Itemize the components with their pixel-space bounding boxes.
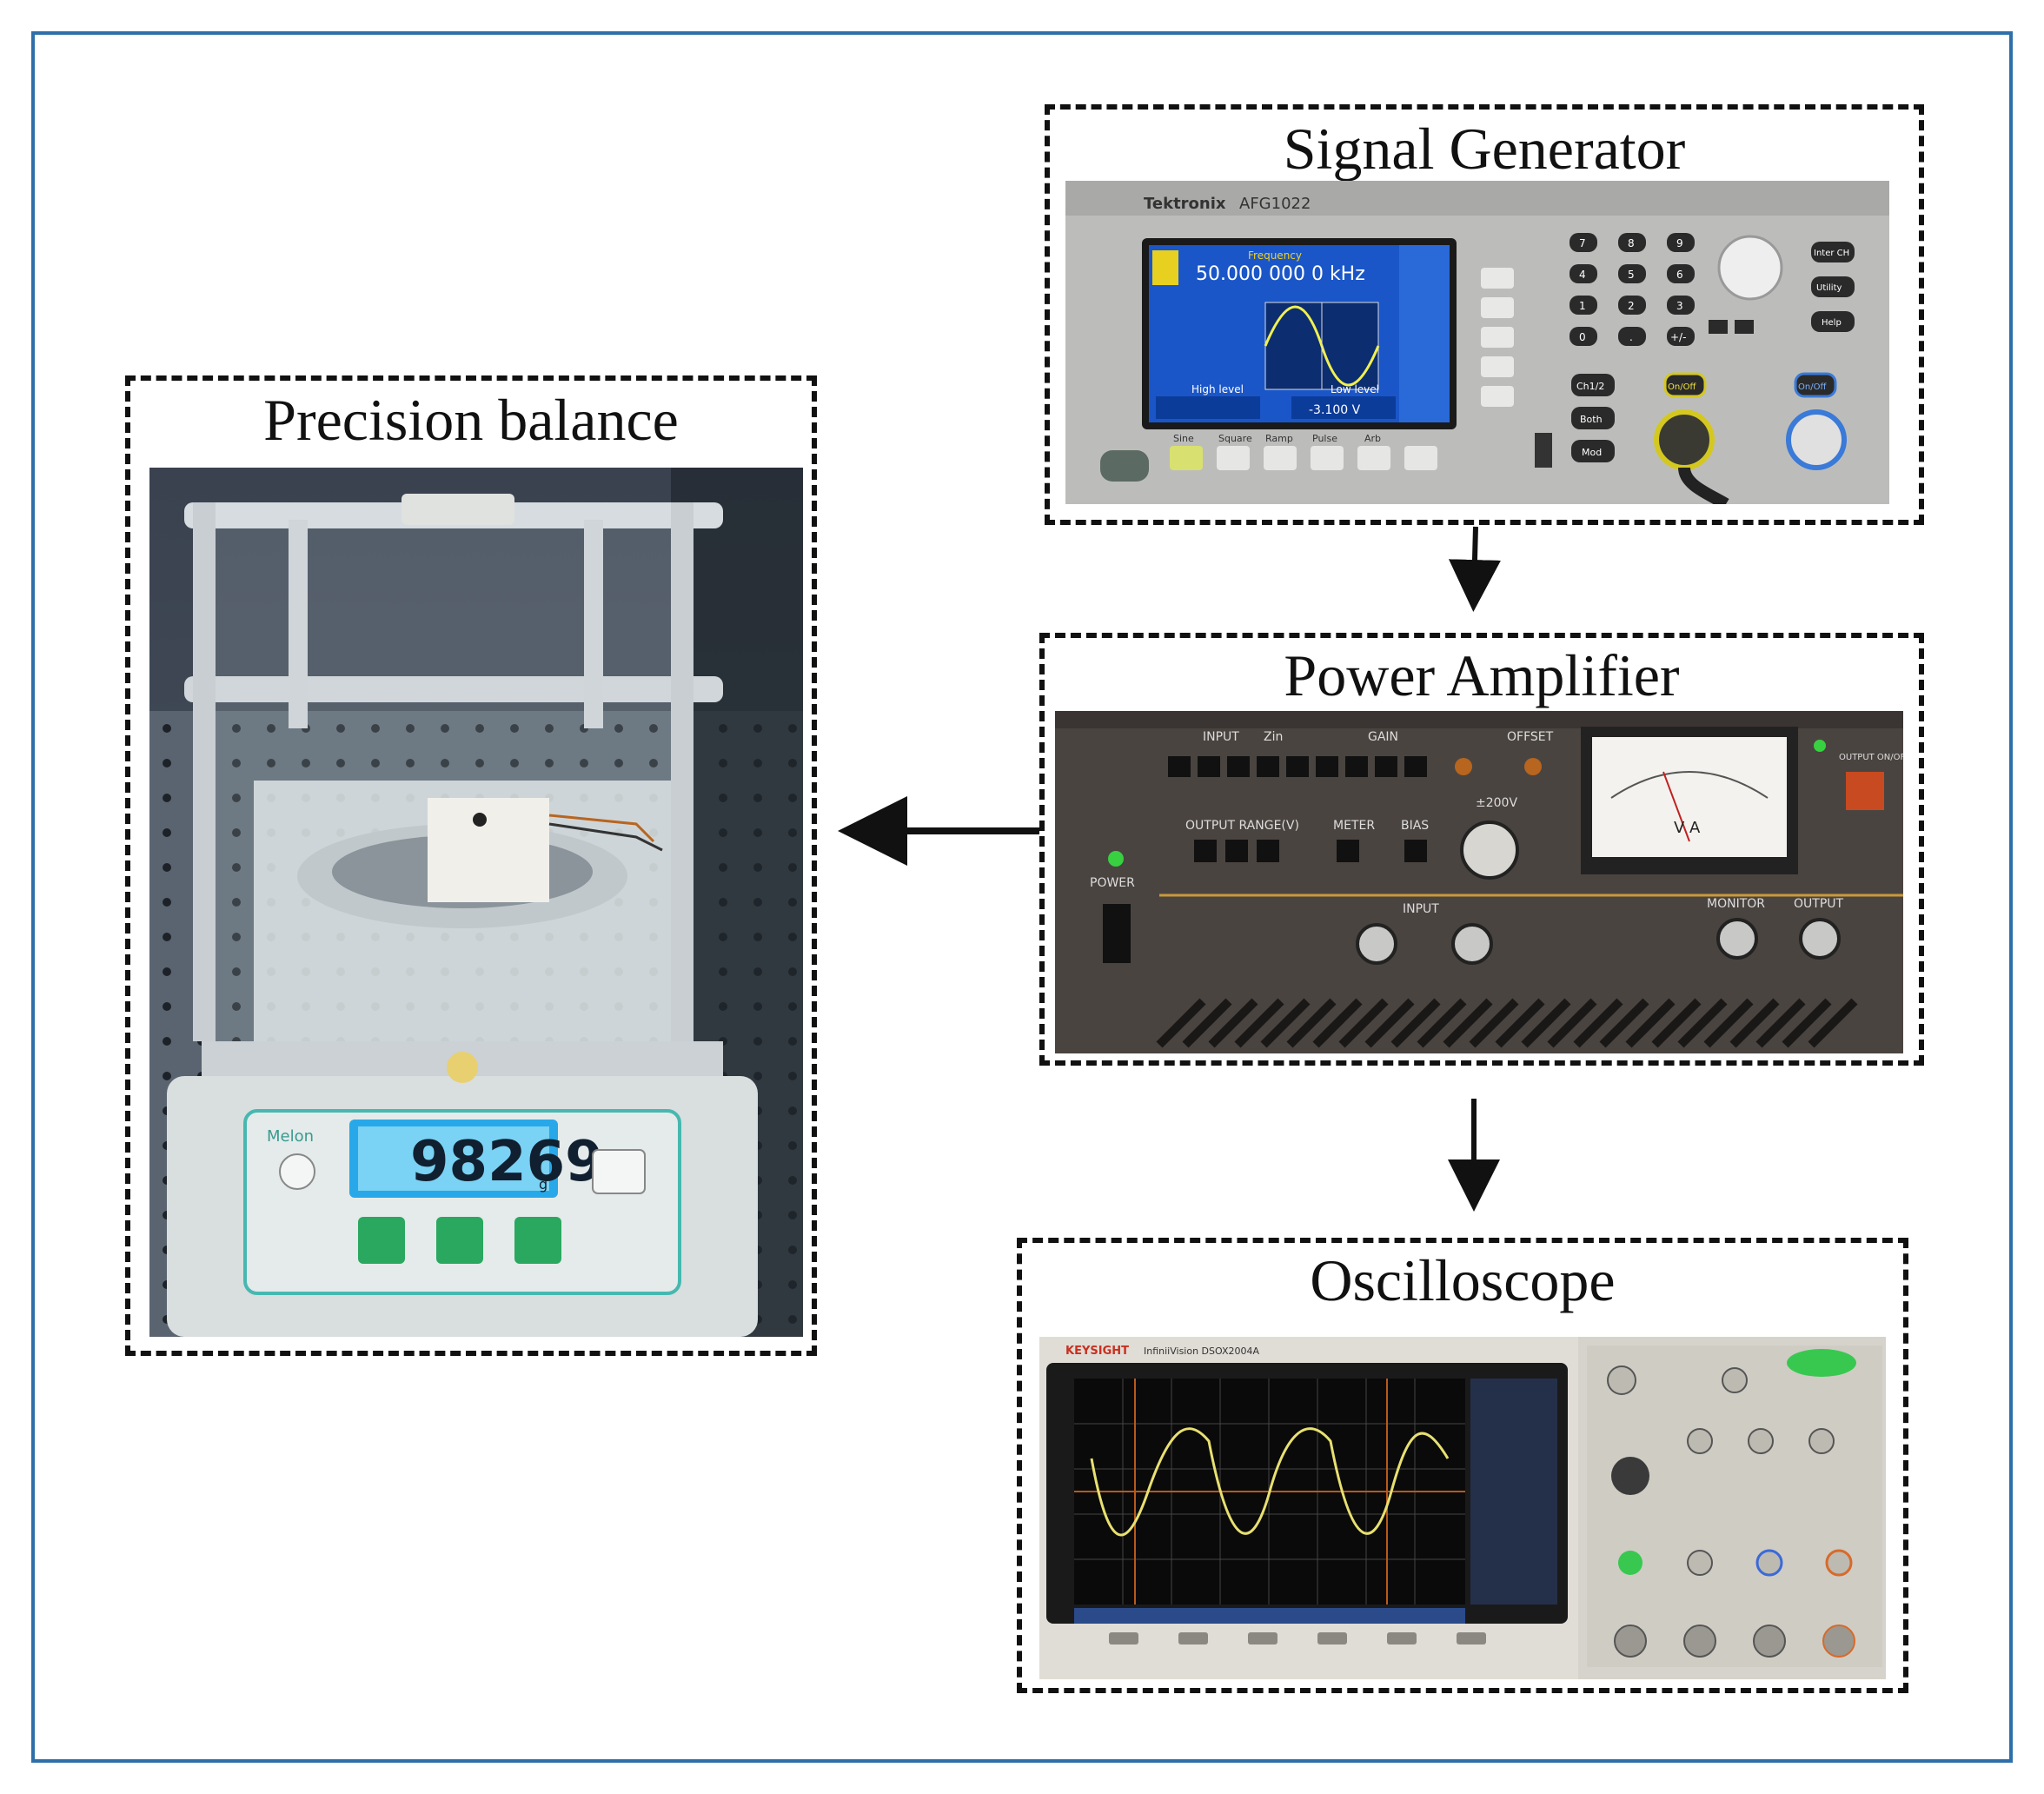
pa-gain-label: GAIN [1368,730,1398,744]
svg-text:2: 2 [1628,300,1635,312]
scope-trace [1090,1427,1450,1537]
pa-meter-label: METER [1333,819,1375,833]
precision-balance-panel: Precision balance [125,375,817,1356]
pa-zin-label: Zin [1264,730,1283,744]
pa-bias-label: BIAS [1401,819,1429,833]
wave-square-label: Square [1218,433,1252,444]
onoff-ch2-label: On/Off [1798,382,1827,392]
svg-text:+/-: +/- [1670,331,1686,343]
wave-pulse-label: Pulse [1312,433,1337,444]
pa-offset-label: OFFSET [1507,730,1554,744]
power-amplifier-title: Power Amplifier [1284,642,1680,708]
oscilloscope-photo: KEYSIGHT InfiniiVision DSOX2004A [1039,1337,1886,1679]
pa-input-bnc-label: INPUT [1403,902,1439,916]
pa-input-label: INPUT [1203,730,1239,744]
siggen-keypad: 7 8 9 4 5 6 1 2 3 0 . +/- [1570,233,1695,346]
pa-meter-face: V A [1674,819,1701,837]
svg-text:.: . [1629,331,1633,343]
oscilloscope-title: Oscilloscope [1310,1247,1616,1313]
pa-output-onoff-label: OUTPUT ON/OFF [1839,753,1903,762]
siggen-model: AFG1022 [1239,195,1311,213]
scope-model: InfiniiVision DSOX2004A [1144,1346,1259,1357]
balance-brand: Melon [267,1127,314,1146]
wave-ramp-label: Ramp [1265,433,1293,444]
pa-power-switch [1103,904,1131,963]
low-level-value: -3.100 V [1309,403,1361,417]
signal-generator-title: Signal Generator [1283,116,1686,182]
arrow-siggen-to-amplifier [1448,526,1501,612]
pa-bias-knob [1460,821,1519,880]
svg-text:7: 7 [1579,237,1586,249]
wave-sine-label: Sine [1173,433,1194,444]
inter-ch-label: Inter CH [1814,249,1849,258]
svg-text:4: 4 [1579,269,1586,281]
svg-text:3: 3 [1676,300,1683,312]
frequency-value: 50.000 000 0 kHz [1196,263,1365,285]
pa-monitor-label: MONITOR [1707,897,1765,911]
siggen-brand: Tektronix [1144,195,1226,213]
svg-text:0: 0 [1579,331,1586,343]
low-level-label: Low level [1331,383,1379,395]
pa-power-label: POWER [1090,876,1135,890]
pa-200v-label: ±200V [1476,796,1517,810]
frequency-label: Frequency [1248,249,1302,262]
balance-unit: g [539,1176,548,1193]
power-amplifier-panel: Power Amplifier [1039,633,1924,1066]
svg-text:9: 9 [1676,237,1683,249]
mod-label: Mod [1582,447,1602,458]
ch12-label: Ch1/2 [1576,381,1604,392]
signal-generator-photo: Tektronix AFG1022 Frequency 50.000 000 0… [1065,181,1889,504]
precision-balance-photo: Melon 98269 g [149,468,803,1337]
wave-arb-label: Arb [1364,433,1381,444]
help-label: Help [1822,318,1842,328]
svg-text:6: 6 [1676,269,1683,281]
both-label: Both [1580,414,1603,425]
tare-button-icon [592,1149,646,1194]
pa-top-buttons [1168,756,1427,777]
svg-text:8: 8 [1628,237,1635,249]
signal-generator-panel: Signal Generator [1045,104,1924,525]
pa-output-range-label: OUTPUT RANGE(V) [1185,819,1299,833]
onoff-ch1-label: On/Off [1668,382,1696,392]
balance-readout: 98269 [410,1130,604,1194]
figure-frame [31,31,2013,1763]
pa-output-label: OUTPUT [1794,897,1844,911]
utility-label: Utility [1816,283,1842,293]
power-amplifier-photo: INPUT Zin GAIN OFFSET OUTPUT RANGE(V) ME… [1055,711,1903,1053]
svg-text:5: 5 [1628,269,1635,281]
svg-text:1: 1 [1579,300,1586,312]
oscilloscope-panel: Oscilloscope [1017,1238,1908,1693]
pa-output-onoff-button [1846,772,1884,810]
high-level-label: High level [1191,383,1244,395]
siggen-knob [1717,235,1783,301]
precision-balance-title: Precision balance [263,387,679,453]
power-button-icon [279,1153,315,1190]
scope-brand: KEYSIGHT [1065,1345,1129,1358]
